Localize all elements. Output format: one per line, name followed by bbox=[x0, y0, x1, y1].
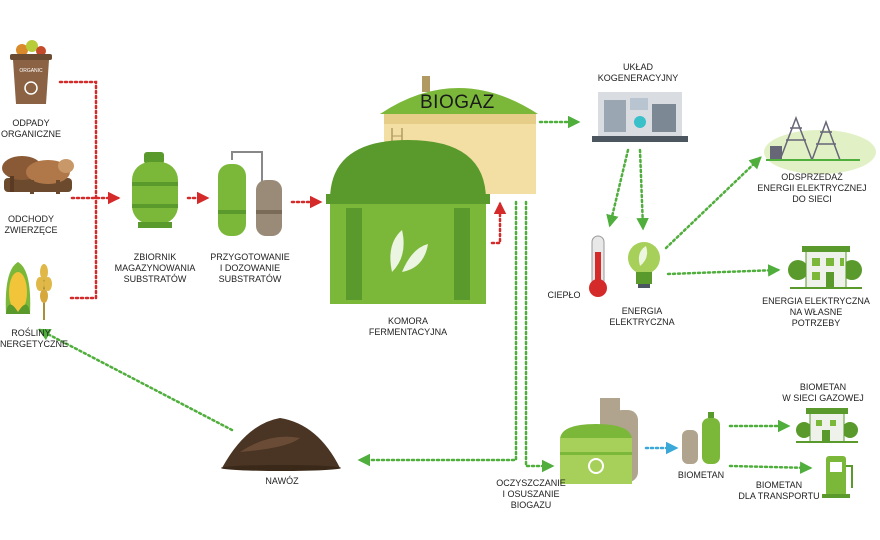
label-energia: ENERGIA ELEKTRYCZNA bbox=[609, 306, 675, 327]
label-odsprzedaz: ODSPRZEDAŻ ENERGII ELEKTRYCZNEJ DO SIECI bbox=[757, 172, 867, 204]
power-grid-icon bbox=[764, 115, 876, 174]
label-biometan-sieci: BIOMETAN W SIECI GAZOWEJ bbox=[782, 382, 864, 403]
label-uklad: UKŁAD KOGENERACYJNY bbox=[597, 62, 679, 83]
fertilizer-pile-icon bbox=[221, 418, 341, 471]
arrow-biogas-to-oczyszczanie-2 bbox=[524, 200, 555, 473]
storage-tank-icon bbox=[132, 152, 178, 228]
biomethane-tanks-icon bbox=[682, 412, 720, 464]
label-odpady: ODPADY ORGANICZNE bbox=[0, 118, 61, 139]
label-cieplo: CIEPŁO bbox=[547, 290, 581, 300]
label-rosliny: ROŚLINY ENERGETYCZNE bbox=[0, 328, 68, 349]
label-nawoz: NAWÓZ bbox=[265, 476, 299, 486]
organic-bin-icon: ORGANIC bbox=[10, 40, 52, 104]
lightbulb-icon bbox=[628, 242, 660, 288]
label-oczyszczanie: OCZYSZCZANIE I OSUSZANIE BIOGAZU bbox=[496, 478, 566, 510]
arrow-biogas-to-oczyszczanie-1 bbox=[357, 200, 518, 467]
gas-grid-building-icon bbox=[796, 408, 858, 443]
label-biometan: BIOMETAN bbox=[677, 470, 725, 480]
cows-icon bbox=[2, 156, 74, 194]
arrow-energia-to-wlasne bbox=[666, 264, 781, 277]
label-przygotowanie: PRZYGOTOWANIE I DOZOWANIE SUBSTRATÓW bbox=[210, 252, 290, 284]
arrow-uklad-to-energia bbox=[636, 148, 649, 231]
cogeneration-unit-icon bbox=[592, 92, 688, 142]
bin-text: ORGANIC bbox=[19, 68, 43, 74]
label-komora: KOMORA FERMENTACYJNA bbox=[368, 316, 448, 337]
dosing-tanks-icon bbox=[218, 151, 282, 236]
thermometer-icon bbox=[589, 235, 607, 297]
building-icon bbox=[788, 246, 862, 289]
arrow-recirculation bbox=[490, 201, 507, 245]
crops-icon bbox=[5, 262, 52, 320]
label-odchody: ODCHODY ZWIERZĘCE bbox=[4, 214, 58, 235]
arrow-biometan-to-transport bbox=[728, 461, 813, 474]
arrow-odpady-to-collector bbox=[58, 80, 98, 300]
fermentation-chamber-icon bbox=[326, 76, 538, 304]
purification-plant-icon bbox=[560, 398, 638, 484]
label-biometan-transport: BIOMETAN DLA TRANSPORTU bbox=[738, 480, 820, 501]
label-zbiornik: ZBIORNIK MAGAZYNOWANIA SUBSTRATÓW bbox=[114, 252, 196, 284]
arrow-nawoz-to-rosliny bbox=[37, 328, 234, 432]
arrow-energia-to-siec bbox=[664, 156, 762, 250]
label-energia-wlasne: ENERGIA ELEKTRYCZNA NA WŁASNE POTRZEBY bbox=[762, 296, 870, 328]
label-biogaz: BIOGAZ bbox=[420, 92, 495, 113]
fuel-pump-icon bbox=[822, 456, 853, 498]
arrow-uklad-to-cieplo bbox=[606, 148, 630, 228]
